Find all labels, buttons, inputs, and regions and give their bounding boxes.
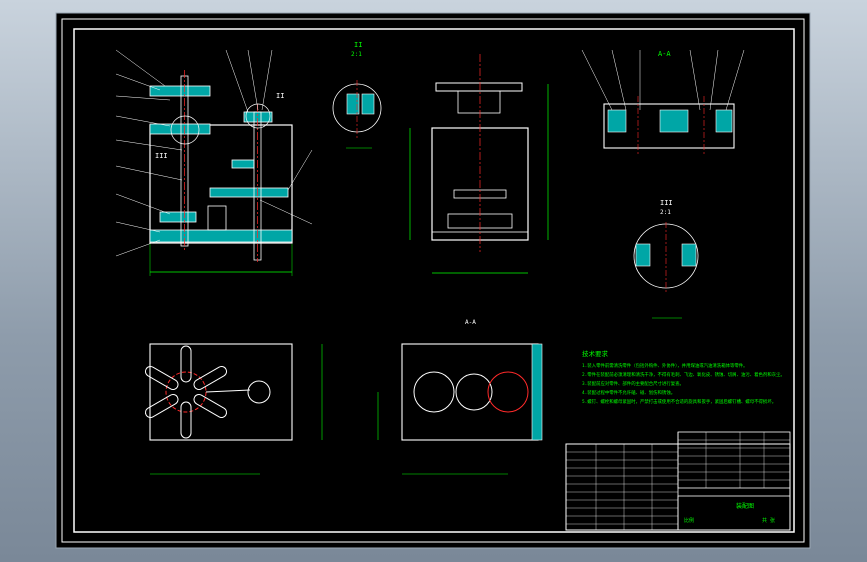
lower-bracket [159, 211, 197, 223]
drive-gear-small [455, 373, 493, 411]
note-2: 2.零件在装配前必须清理和清洗干净，不得有毛刺、飞边、氧化皮、锈蚀、切屑、油污、… [582, 371, 785, 378]
title-cell [677, 495, 791, 531]
plan-view-right [377, 343, 543, 475]
crank-arm [205, 389, 251, 393]
detail-ii-scale: 2:1 [351, 51, 362, 58]
technical-notes: 技术要求 1.装入零件前需清洗零件（包括外购件、外协件），并用煤油或汽油清洗箱体… [582, 349, 785, 405]
outer-frame [61, 18, 805, 543]
part-leaders-top [225, 49, 313, 225]
detail-ii-part [346, 93, 360, 115]
drawing-name: 装配图 [736, 502, 754, 510]
section-title: A-A [658, 50, 671, 58]
top-right-section: A-A [581, 49, 745, 156]
detail-ii-mark: II [276, 92, 284, 100]
part-leaders-left [115, 49, 183, 257]
note-1: 1.装入零件前需清洗零件（包括外购件、外协件），并用煤油或汽油清洗箱体等零件。 [582, 362, 748, 369]
base-plate [149, 229, 293, 243]
detail-iii-circle [170, 115, 200, 145]
section-plate [603, 103, 735, 149]
geneva-slots [144, 345, 228, 439]
parts-list-rows [566, 432, 790, 530]
scale-label: 比例 [684, 517, 694, 524]
detail-ii-circle [245, 103, 271, 129]
side-view [409, 54, 549, 274]
section-fill-right [715, 109, 733, 133]
star-wheel [413, 371, 455, 413]
lower-block [207, 205, 227, 231]
title-block: 装配图 比例 共 张 [565, 431, 791, 531]
drive-crank-pin [247, 380, 271, 404]
section-fill-left [607, 109, 627, 133]
detail-iii-view: III 2:1 [633, 199, 699, 319]
drawing-sheet [55, 12, 811, 549]
drive-gear-large [487, 371, 529, 413]
detail-iii-title: III [660, 199, 673, 207]
notes-title: 技术要求 [582, 349, 609, 358]
detail-ii-part-2 [361, 93, 375, 115]
side-top-hub [457, 90, 501, 114]
small-gear [231, 159, 255, 169]
middle-gear [209, 187, 289, 198]
plan-left-plate [149, 343, 293, 441]
upper-gear-right [243, 111, 273, 123]
note-4: 4.装配过程中零件不允许磕、碰、划伤和锈蚀。 [582, 389, 675, 396]
note-5: 5.螺钉、螺栓和螺母紧固时，严禁打击或使用不合适的旋具和扳手，紧固后螺钉槽、螺母… [582, 398, 776, 405]
inner-frame [73, 28, 795, 533]
section-fill-mid [659, 109, 689, 133]
detail-iii-part-right [681, 243, 697, 267]
detail-iii-scale: 2:1 [660, 209, 671, 216]
plan-view-left [144, 343, 323, 475]
housing-outline [149, 124, 293, 244]
detail-iii-mark: III [155, 152, 168, 160]
plan-right-hatch [531, 343, 543, 441]
sheet-label: 共 张 [762, 517, 775, 524]
front-section-view: III II [115, 49, 313, 276]
upper-gear-left [149, 123, 211, 135]
detail-ii-view: II 2:1 [332, 41, 382, 149]
top-plate [149, 85, 211, 97]
detail-ii-title: II [354, 41, 362, 49]
note-3: 3.装配前应对零件、部件的主要配合尺寸进行复查。 [582, 380, 684, 387]
section-leaders [581, 49, 745, 111]
middle-view-mark: A-A [465, 319, 476, 326]
detail-iii-part-left [635, 243, 651, 267]
